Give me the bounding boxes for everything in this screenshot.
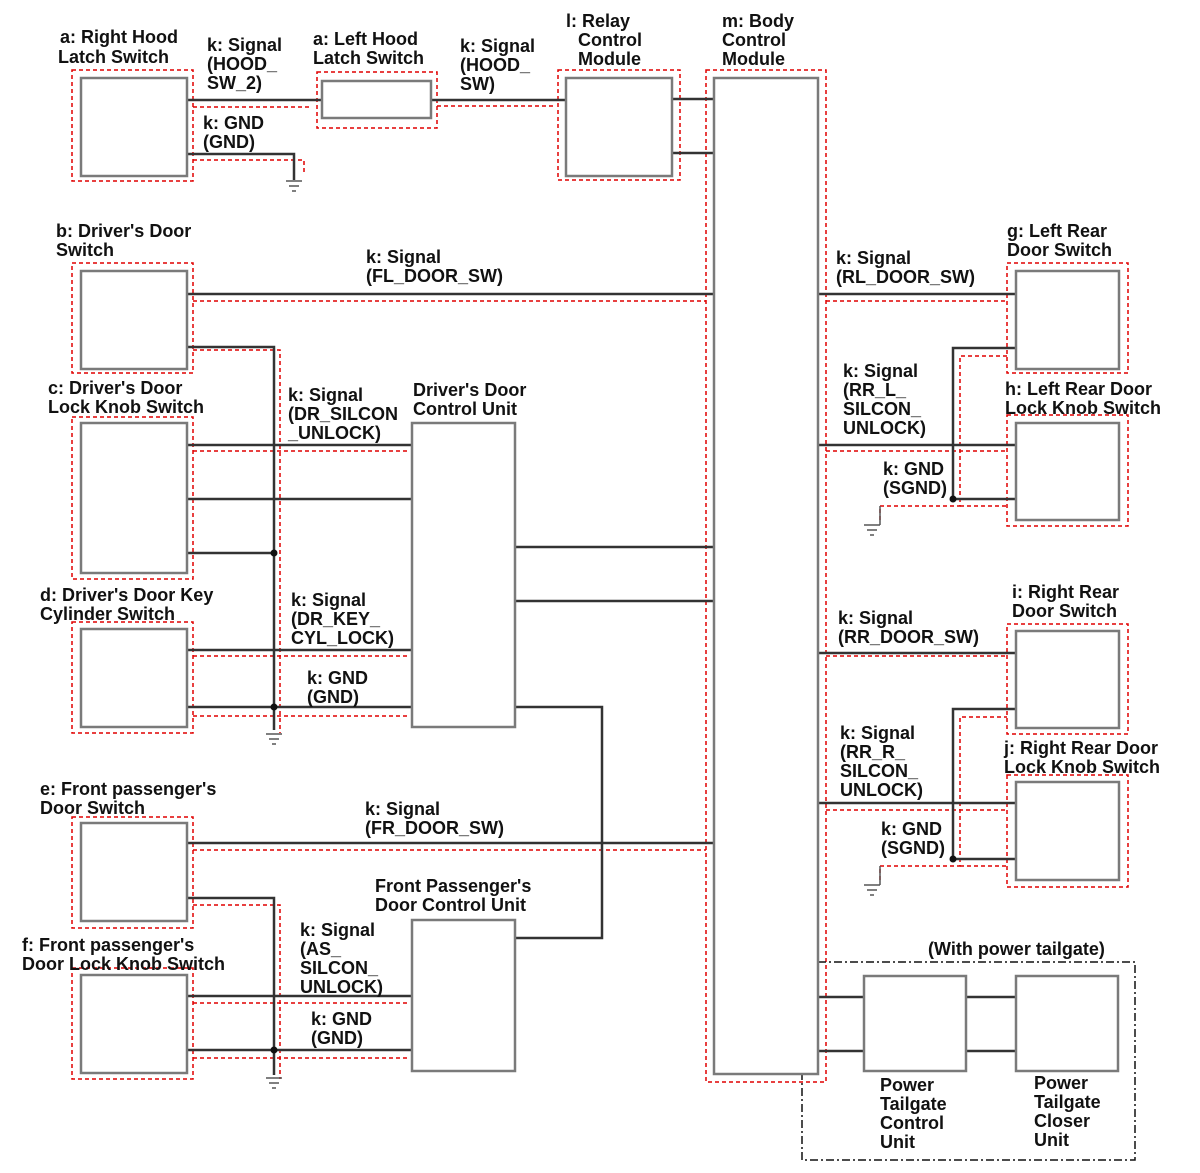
right-rear-door-switch: [1014, 629, 1121, 730]
wire-label-dr-gnd: k: GND(GND): [307, 668, 368, 707]
wire-label-rr-door: k: Signal(RR_DOOR_SW): [838, 608, 979, 647]
left-rear-door-lock-knob-switch: [1014, 421, 1121, 522]
ground-icon: [266, 180, 881, 1089]
wire-label-rl-door: k: Signal(RL_DOOR_SW): [836, 248, 975, 287]
left-rear-door-switch: [1014, 269, 1121, 371]
front-passenger-door-control-unit: [410, 918, 517, 1073]
label-power-tailgate-group: (With power tailgate): [928, 939, 1105, 959]
body-control-module: [712, 76, 820, 1076]
harness-outlines: [71, 69, 1129, 1083]
right-hood-latch-switch: [79, 76, 189, 178]
wire-label-as-gnd: k: GND(GND): [311, 1009, 372, 1048]
component-boxes: [79, 76, 1121, 1076]
wire-label-dr-silcon: k: Signal(DR_SILCON_UNLOCK): [287, 385, 398, 443]
wire-labels: k: Signal(HOOD_SW_2) k: GND(GND) k: Sign…: [203, 35, 979, 1048]
front-passenger-door-lock-knob-switch: [79, 973, 189, 1075]
power-tailgate-control-unit: [862, 974, 968, 1073]
wire-label-fr-door: k: Signal(FR_DOOR_SW): [365, 799, 504, 838]
wire-label-rl-sgnd: k: GND(SGND): [883, 459, 947, 498]
power-tailgate-closer-unit: [1014, 974, 1120, 1073]
wire-label-hood-sw: k: Signal(HOOD_SW): [460, 36, 535, 94]
junction-dots: [270, 495, 957, 1054]
wire-label-as-silcon: k: Signal(AS_SILCON_UNLOCK): [300, 920, 383, 997]
wire-label-rr-r-silcon: k: Signal(RR_R_SILCON_UNLOCK): [840, 723, 923, 800]
drivers-door-key-cylinder-switch: [79, 627, 189, 729]
drivers-door-control-unit: [410, 421, 517, 729]
wire-label-hood-gnd: k: GND(GND): [203, 113, 264, 152]
wire-label-rr-l-silcon: k: Signal(RR_L_SILCON_UNLOCK): [843, 361, 926, 438]
front-passenger-door-switch: [79, 821, 189, 923]
wire-label-fl-door: k: Signal(FL_DOOR_SW): [366, 247, 503, 286]
wire-label-dr-key: k: Signal(DR_KEY_CYL_LOCK): [291, 590, 394, 648]
drivers-door-switch: [79, 269, 189, 371]
left-hood-latch-switch: [320, 79, 433, 120]
wires: [187, 97, 1016, 1075]
drivers-door-lock-knob-switch: [79, 421, 189, 575]
wire-label-hood-sw2: k: Signal(HOOD_SW_2): [207, 35, 282, 93]
relay-control-module: [564, 76, 674, 178]
right-rear-door-lock-knob-switch: [1014, 780, 1121, 882]
wire-label-rr-sgnd: k: GND(SGND): [881, 819, 945, 858]
